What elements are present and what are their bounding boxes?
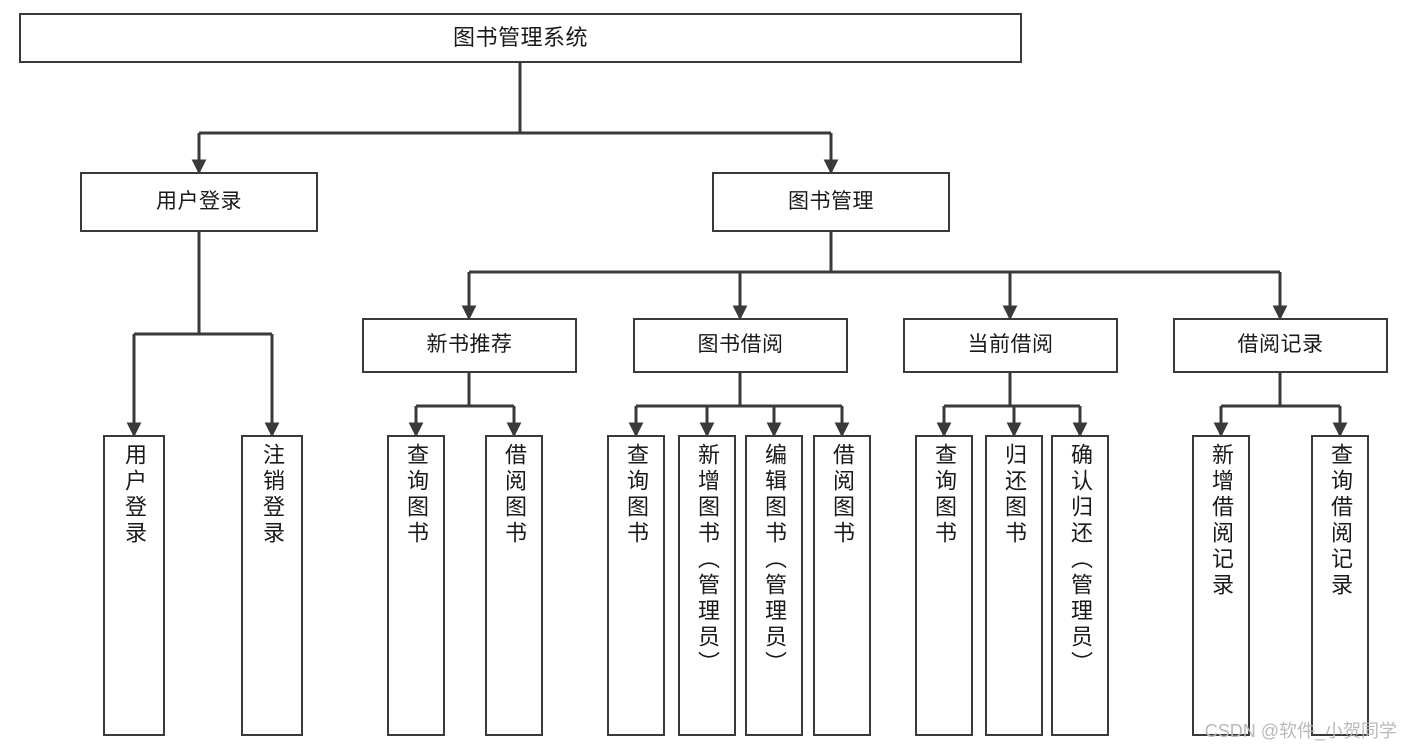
leaf-node-label: 确认归还（管理员）	[1068, 443, 1093, 677]
level2-node[interactable]: 当前借阅	[903, 318, 1118, 373]
leaf-node-label: 注销登录	[260, 443, 285, 547]
level1-node[interactable]: 用户登录	[80, 172, 318, 232]
leaf-node-label: 归还图书	[1002, 443, 1027, 547]
leaf-node-label: 查询借阅记录	[1328, 443, 1353, 599]
leaf-node[interactable]: 新增图书（管理员）	[678, 435, 736, 736]
leaf-node[interactable]: 查询图书	[387, 435, 445, 736]
root-node-label: 图书管理系统	[452, 25, 588, 51]
leaf-node-label: 借阅图书	[830, 443, 855, 547]
watermark-label: CSDN @软件_小贺同学	[1204, 721, 1397, 741]
leaf-node[interactable]: 查询图书	[915, 435, 973, 736]
leaf-node-label: 查询图书	[404, 443, 429, 547]
level1-node-label: 图书管理	[788, 189, 874, 213]
leaf-node[interactable]: 用户登录	[103, 435, 165, 736]
leaf-node[interactable]: 归还图书	[985, 435, 1043, 736]
leaf-node[interactable]: 查询图书	[607, 435, 665, 736]
leaf-node[interactable]: 新增借阅记录	[1192, 435, 1250, 736]
leaf-node-label: 查询图书	[624, 443, 649, 547]
level1-node-label: 用户登录	[156, 189, 242, 213]
leaf-node-label: 编辑图书（管理员）	[762, 443, 787, 677]
leaf-node[interactable]: 确认归还（管理员）	[1051, 435, 1109, 736]
level2-node-label: 图书借阅	[697, 333, 784, 357]
leaf-node[interactable]: 注销登录	[241, 435, 303, 736]
leaf-node[interactable]: 编辑图书（管理员）	[745, 435, 803, 736]
leaf-node-label: 用户登录	[122, 443, 147, 547]
leaf-node-label: 新增借阅记录	[1209, 443, 1234, 599]
leaf-node-label: 新增图书（管理员）	[695, 443, 720, 677]
leaf-node-label: 查询图书	[932, 443, 957, 547]
level2-node-label: 借阅记录	[1237, 333, 1324, 357]
level2-node[interactable]: 借阅记录	[1173, 318, 1388, 373]
leaf-node[interactable]: 查询借阅记录	[1311, 435, 1369, 736]
level2-node-label: 当前借阅	[967, 333, 1054, 357]
leaf-node-label: 借阅图书	[502, 443, 527, 547]
root-node[interactable]: 图书管理系统	[19, 13, 1022, 63]
level2-node-label: 新书推荐	[426, 333, 513, 357]
leaf-node[interactable]: 借阅图书	[813, 435, 871, 736]
level2-node[interactable]: 图书借阅	[633, 318, 848, 373]
leaf-node[interactable]: 借阅图书	[485, 435, 543, 736]
level1-node[interactable]: 图书管理	[712, 172, 950, 232]
level2-node[interactable]: 新书推荐	[362, 318, 577, 373]
